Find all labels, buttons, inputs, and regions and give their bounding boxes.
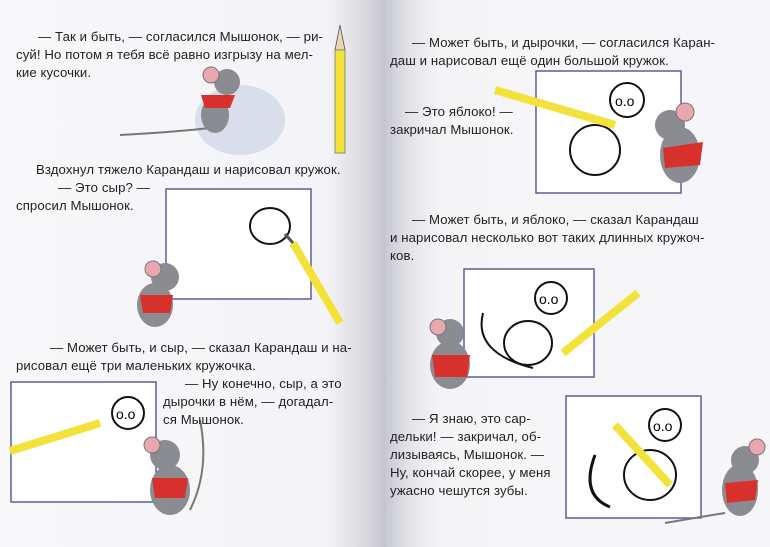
text-line: рисовал ещё три маленьких кружочка. <box>16 358 256 373</box>
text-line: Вздохнул тяжело Карандаш и нарисовал кру… <box>36 162 341 177</box>
text-line: ужасно чешутся зубы. <box>390 483 528 498</box>
text-line: кие кусочки. <box>16 65 92 80</box>
text-line: — Ну конечно, сыр, а это <box>185 376 342 391</box>
text-line: — Так и быть, — согласился Мышонок, — ри… <box>38 29 324 44</box>
left-page: — Так и быть, — согласился Мышонок, — ри… <box>0 0 385 547</box>
svg-text:o.o: o.o <box>653 418 673 434</box>
svg-text:o.o: o.o <box>116 406 136 422</box>
right-page: — Может быть, и дырочки, — согласился Ка… <box>385 0 770 547</box>
svg-text:o.o: o.o <box>615 93 635 109</box>
text-line: ся Мышонок. <box>163 412 244 427</box>
text-line: Ну, кончай скорее, у меня <box>390 465 551 480</box>
svg-text:o.o: o.o <box>539 291 559 307</box>
text-line: дырочки в нём, — догадал- <box>163 394 334 409</box>
text-line: — Я знаю, это сар- <box>412 411 531 426</box>
drawing-board: o.o <box>8 381 157 503</box>
drawing-board <box>165 188 344 326</box>
text-line: — Может быть, и сыр, — сказал Карандаш и… <box>50 340 352 355</box>
drawing-board: o.o <box>493 70 703 194</box>
mouse-illustration <box>429 318 470 389</box>
text-line: закричал Мышонок. <box>390 122 514 137</box>
text-line: — Может быть, и дырочки, — согласился Ка… <box>412 35 716 50</box>
text-line: — Это сыр? — <box>58 180 151 195</box>
text-line: — Может быть, и яблоко, — сказал Каранда… <box>412 212 699 227</box>
mouse-illustration <box>119 66 285 155</box>
text-line: ков. <box>390 248 415 263</box>
mouse-illustration <box>143 419 205 515</box>
mouse-illustration <box>137 260 179 327</box>
text-line: спросил Мышонок. <box>16 198 134 213</box>
text-line: — Это яблоко! — <box>405 104 513 119</box>
text-line: лизываясь, Мышонок. — <box>390 447 545 462</box>
pencil-illustration <box>334 24 346 154</box>
text-line: даш и нарисовал ещё один большой кружок. <box>390 53 669 68</box>
text-line: дельки! — закричал, об- <box>390 429 542 444</box>
text-line: и нарисовал несколько вот таких длинных … <box>390 230 705 245</box>
drawing-board: o.o <box>463 268 641 378</box>
drawing-board: o.o <box>565 395 766 524</box>
text-line: суй! Но потом я тебя всё равно изгрызу н… <box>16 47 314 62</box>
